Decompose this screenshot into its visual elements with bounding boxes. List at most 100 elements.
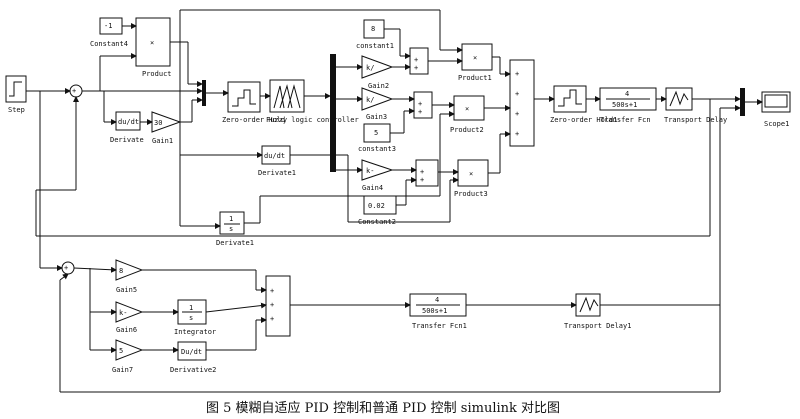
product2-block[interactable]: × Product2 — [450, 95, 485, 134]
product1-block[interactable]: × Product1 — [458, 43, 493, 82]
product1-label: Product1 — [458, 74, 492, 82]
derivate1-label: Derivate1 — [258, 169, 296, 177]
svg-text:+: + — [414, 64, 418, 72]
delay1-block[interactable]: Transport Delay1 — [564, 293, 631, 330]
gain5-value: 8 — [119, 267, 123, 275]
derivative2-block[interactable]: Du/dt Derivative2 — [170, 341, 216, 374]
gain2-label: Gain2 — [368, 82, 389, 90]
transfer1-num: 4 — [435, 296, 439, 304]
svg-text:+: + — [72, 87, 76, 95]
sum-box-bottom[interactable] — [265, 275, 291, 337]
svg-text:+: + — [420, 176, 424, 184]
fuzzy-block[interactable]: Fuzzy logic controller — [266, 79, 359, 124]
figure-caption: 图 5 模糊自适应 PID 控制和普通 PID 控制 simulink 对比图 — [206, 400, 560, 416]
svg-text:+: + — [515, 130, 519, 138]
gain1-value: 30 — [154, 119, 162, 127]
constant3-label: constant3 — [358, 145, 396, 153]
sum-box-1[interactable] — [409, 47, 429, 75]
gain7-value: 5 — [119, 347, 123, 355]
gain5-label: Gain5 — [116, 286, 137, 294]
constant4-block[interactable]: -1 Constant4 — [90, 17, 128, 48]
svg-text:+: + — [414, 56, 418, 64]
svg-text:+: + — [418, 108, 422, 116]
constant1-block[interactable]: 8 constant1 — [356, 19, 394, 50]
transfer1-label: Transfer Fcn1 — [412, 322, 467, 330]
integrator-block[interactable]: 1 s Integrator — [174, 299, 216, 336]
delay1-label: Transport Delay1 — [564, 322, 631, 330]
constant1-value: 8 — [371, 25, 375, 33]
gain2-value: k/ — [366, 64, 374, 72]
product3-symbol: × — [469, 170, 473, 178]
integ-top-den: s — [229, 225, 233, 233]
integ-top-num: 1 — [229, 215, 233, 223]
transfer1-block[interactable]: 4 500s+1 Transfer Fcn1 — [409, 293, 467, 330]
gain6-label: Gain6 — [116, 326, 137, 334]
connections — [26, 9, 763, 393]
product3-block[interactable]: × Product3 — [454, 159, 489, 198]
delay-label: Transport Delay — [664, 116, 727, 124]
sum-bottom[interactable]: + — [61, 261, 75, 275]
transfer-block[interactable]: 4 500s+1 Transfer Fcn — [599, 87, 657, 124]
demux — [330, 54, 336, 172]
scope-label: Scope1 — [764, 120, 789, 128]
derivative2-expr: Du/dt — [181, 348, 202, 356]
product-label: Product — [142, 70, 172, 78]
gain5-block[interactable]: 8 Gain5 — [115, 259, 144, 294]
product-block[interactable]: × Product — [135, 17, 172, 78]
derivate-label: Derivate — [110, 136, 144, 144]
gain7-block[interactable]: 5 Gain7 — [112, 339, 144, 374]
constant1-label: constant1 — [356, 42, 394, 50]
gain1-label: Gain1 — [152, 137, 173, 145]
gain4-block[interactable]: k- Gain4 — [361, 159, 394, 192]
product2-label: Product2 — [450, 126, 484, 134]
svg-text:+: + — [270, 315, 274, 323]
transfer1-den: 500s+1 — [422, 307, 447, 315]
sum-box-2[interactable] — [413, 91, 433, 119]
step-label: Step — [8, 106, 25, 114]
gain3-value: k/ — [366, 96, 374, 104]
integrator-den: s — [189, 314, 193, 322]
hold-block[interactable]: Zero-order Hold — [222, 81, 285, 124]
scope-block[interactable]: Scope1 — [761, 91, 791, 128]
gain2-block[interactable]: k/ Gain2 — [361, 55, 394, 90]
derivate-block[interactable]: du/dt Derivate — [110, 111, 144, 144]
gain3-block[interactable]: k/ Gain3 — [361, 87, 394, 121]
derivate1-block[interactable]: du/dt Derivate1 — [258, 145, 296, 177]
delay-block[interactable]: Transport Delay — [664, 87, 727, 124]
svg-text:+: + — [64, 264, 68, 272]
transfer-label: Transfer Fcn — [600, 116, 651, 124]
constant4-value: -1 — [104, 22, 112, 30]
integ-top-block[interactable]: 1 s Derivate1 — [216, 211, 254, 247]
step-block[interactable]: Step — [5, 75, 27, 114]
derivate-expr: du/dt — [118, 118, 139, 126]
gain6-value: k- — [119, 309, 127, 317]
sum-big[interactable] — [509, 59, 535, 147]
constant2-value: 0.02 — [368, 202, 385, 210]
gain4-label: Gain4 — [362, 184, 383, 192]
transfer-num: 4 — [625, 90, 629, 98]
product-symbol: × — [150, 39, 154, 47]
svg-text:+: + — [515, 90, 519, 98]
product3-label: Product3 — [454, 190, 488, 198]
mux-2 — [740, 88, 745, 116]
derivative2-label: Derivative2 — [170, 366, 216, 374]
gain6-block[interactable]: k- Gain6 — [115, 301, 144, 334]
sum-top[interactable]: + — [69, 84, 83, 98]
gain3-label: Gain3 — [366, 113, 387, 121]
product1-symbol: × — [473, 54, 477, 62]
constant3-value: 5 — [374, 129, 378, 137]
derivate1-expr: du/dt — [264, 152, 285, 160]
hold-label: Zero-order Hold — [222, 116, 285, 124]
hold1-block[interactable]: Zero-order Hold1 — [550, 85, 617, 124]
svg-text:+: + — [515, 70, 519, 78]
gain7-label: Gain7 — [112, 366, 133, 374]
product2-symbol: × — [465, 105, 469, 113]
gain1-block[interactable]: 30 Gain1 — [151, 111, 182, 145]
svg-text:+: + — [270, 287, 274, 295]
constant3-block[interactable]: 5 constant3 — [358, 123, 396, 153]
sum-box-3[interactable] — [415, 159, 439, 187]
svg-text:+: + — [515, 110, 519, 118]
integrator-num: 1 — [189, 304, 193, 312]
integrator-label: Integrator — [174, 328, 216, 336]
